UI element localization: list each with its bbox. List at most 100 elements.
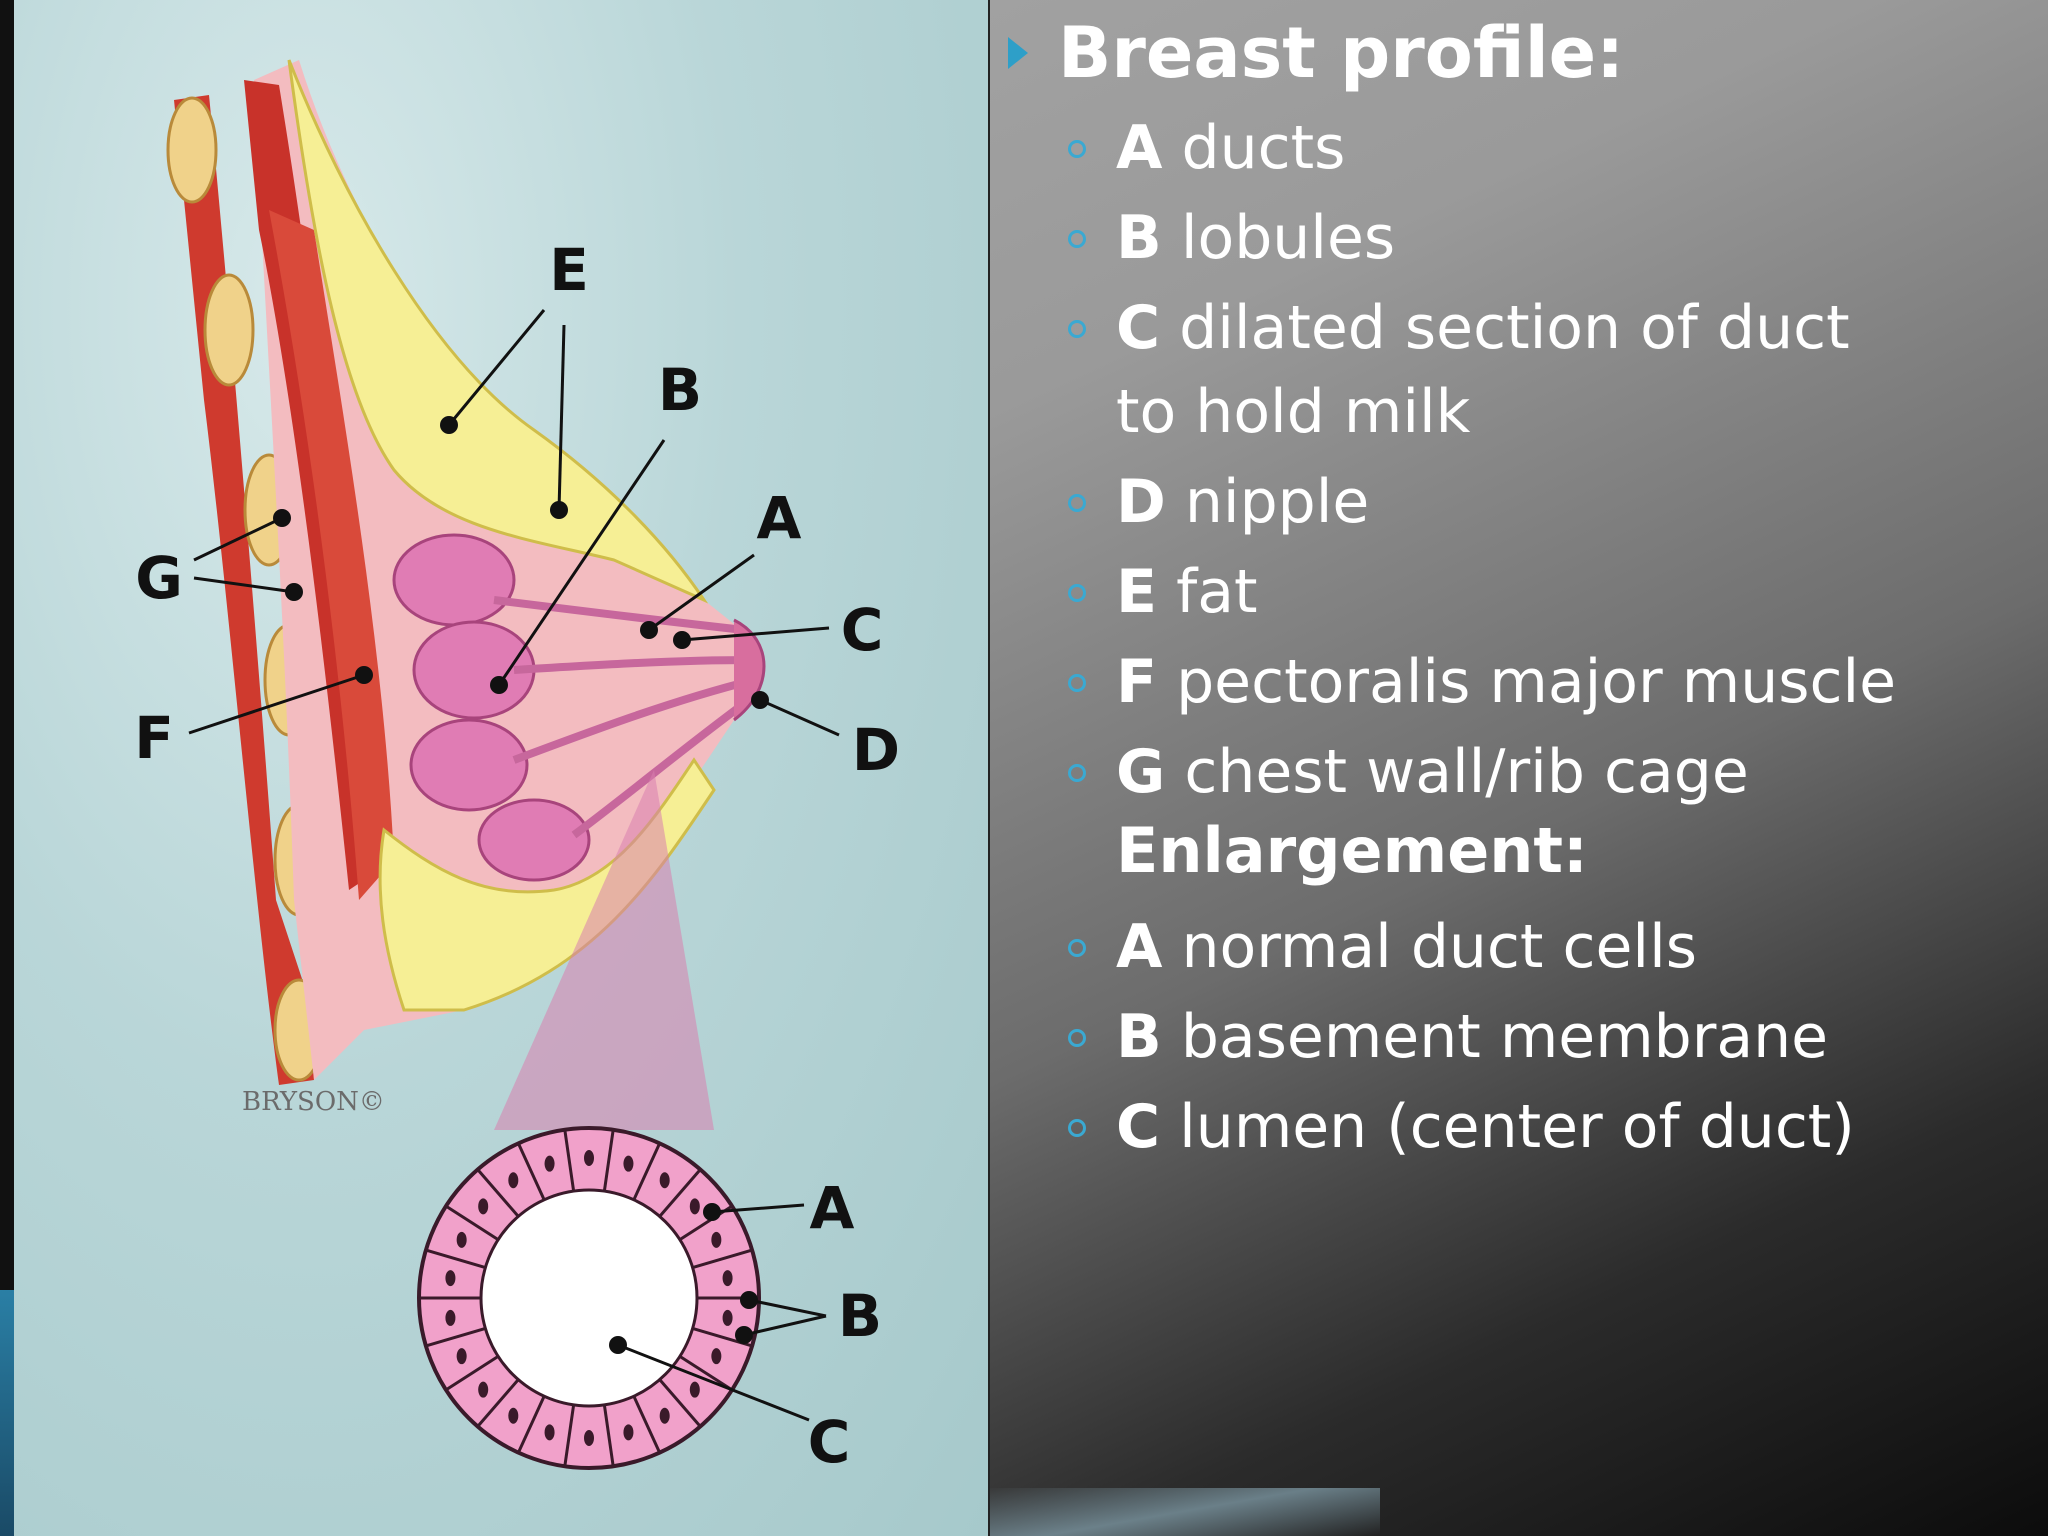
leader-lines — [188, 309, 840, 1422]
cell-wall — [602, 1404, 615, 1467]
circle-bullet-icon — [1068, 1029, 1086, 1047]
label-D: D — [852, 716, 900, 784]
item-letter: E — [1116, 557, 1157, 627]
slide-left-edge — [0, 0, 14, 1536]
enlargement-heading: Enlargement: — [1116, 814, 1588, 887]
cell-nucleus — [711, 1348, 722, 1365]
item-letter: F — [1116, 647, 1157, 717]
label-G: G — [135, 544, 183, 612]
artist-credit: BRYSON© — [242, 1087, 385, 1117]
cell-nucleus — [722, 1270, 733, 1287]
lobules — [392, 533, 591, 882]
cell-nucleus — [689, 1381, 700, 1398]
circle-bullet-icon — [1068, 320, 1086, 338]
item-text: basement membrane — [1180, 1002, 1829, 1072]
cell-nucleus — [689, 1198, 700, 1215]
slide-title: Breast profile: — [1058, 12, 1625, 94]
inset-label-B: B — [838, 1282, 882, 1350]
inset-label-C: C — [808, 1408, 851, 1476]
cell-nucleus — [544, 1155, 555, 1172]
cell-wall — [602, 1129, 615, 1192]
cell-nucleus — [445, 1270, 456, 1287]
cell-nucleus — [508, 1172, 519, 1189]
cell-nucleus — [659, 1407, 670, 1424]
inset-label-A: A — [810, 1174, 855, 1242]
circle-bullet-icon — [1068, 939, 1086, 957]
cell-wall — [517, 1395, 546, 1454]
cell-nucleus — [456, 1348, 467, 1365]
fat-lower — [378, 757, 716, 1012]
pectoralis-muscle — [244, 80, 364, 890]
cell-wall — [632, 1142, 661, 1201]
list-item: E fat — [1068, 550, 1258, 634]
item-text: lumen (center of duct) — [1179, 1092, 1855, 1162]
item-text: chest wall/rib cage — [1184, 737, 1749, 807]
cell-wall — [563, 1404, 576, 1467]
label-F: F — [134, 704, 174, 772]
cell-wall — [476, 1168, 520, 1218]
item-text: pectoralis major muscle — [1176, 647, 1897, 717]
anatomy-svg: E B A C D G F A B C BRYSON© — [134, 59, 900, 1476]
circle-bullet-icon — [1068, 764, 1086, 782]
item-letter: A — [1116, 912, 1163, 982]
nipple — [733, 618, 766, 722]
cell-wall — [445, 1204, 499, 1241]
cell-nucleus — [445, 1309, 456, 1326]
list-item: D nipple — [1068, 460, 1369, 544]
item-letter: B — [1116, 203, 1162, 273]
cell-nucleus — [456, 1231, 467, 1248]
cell-wall — [425, 1248, 486, 1270]
circle-bullet-icon — [1068, 230, 1086, 248]
label-A: A — [757, 484, 802, 552]
title-bullet-icon — [1008, 37, 1028, 69]
cell-nucleus — [623, 1155, 634, 1172]
cell-wall — [658, 1378, 702, 1428]
item-text-cont: to hold milk — [1116, 377, 1471, 447]
circle-bullet-icon — [1068, 494, 1086, 512]
cell-nucleus — [623, 1424, 634, 1441]
label-C: C — [841, 596, 884, 664]
cell-nucleus — [584, 1150, 594, 1166]
item-text: ducts — [1181, 113, 1346, 183]
item-letter: C — [1116, 1092, 1161, 1162]
label-B: B — [658, 356, 702, 424]
item-text: nipple — [1184, 467, 1370, 537]
cell-nucleus — [659, 1172, 670, 1189]
cell-wall — [692, 1248, 753, 1270]
cell-wall — [658, 1168, 702, 1218]
duct-lumen — [479, 1188, 699, 1408]
title-row: Breast profile: — [1000, 8, 1624, 98]
breast-anatomy-illustration: E B A C D G F A B C BRYSON© — [14, 0, 990, 1536]
list-item: A ducts — [1068, 106, 1345, 190]
cell-wall — [445, 1355, 499, 1392]
circle-bullet-icon — [1068, 1119, 1086, 1137]
item-letter: G — [1116, 737, 1166, 807]
cell-wall — [476, 1378, 520, 1428]
leader-dots — [273, 416, 769, 1354]
slide-bottom-accent — [980, 1488, 1380, 1536]
list-item: C lumen (center of duct) — [1068, 1085, 1855, 1169]
ducts — [493, 596, 755, 839]
slide-left-accent — [0, 1290, 14, 1536]
list-item: B lobules — [1068, 196, 1395, 280]
label-E: E — [549, 236, 589, 304]
cell-nucleus — [711, 1231, 722, 1248]
circle-bullet-icon — [1068, 584, 1086, 602]
cell-nucleus — [584, 1430, 594, 1446]
pectoralis-muscle-2 — [269, 210, 394, 900]
item-text: fat — [1176, 557, 1258, 627]
list-item: G chest wall/rib cage — [1068, 730, 1749, 814]
cell-wall — [632, 1395, 661, 1454]
item-letter: C — [1116, 293, 1161, 363]
circle-bullet-icon — [1068, 674, 1086, 692]
cell-wall — [563, 1129, 576, 1192]
cell-wall — [679, 1355, 733, 1392]
fat-upper — [287, 59, 709, 604]
item-letter: B — [1116, 1002, 1162, 1072]
list-item: B basement membrane — [1068, 995, 1828, 1079]
circle-bullet-icon — [1068, 140, 1086, 158]
item-letter: A — [1116, 113, 1163, 183]
item-text: lobules — [1180, 203, 1396, 273]
inset-pointer — [494, 770, 714, 1130]
